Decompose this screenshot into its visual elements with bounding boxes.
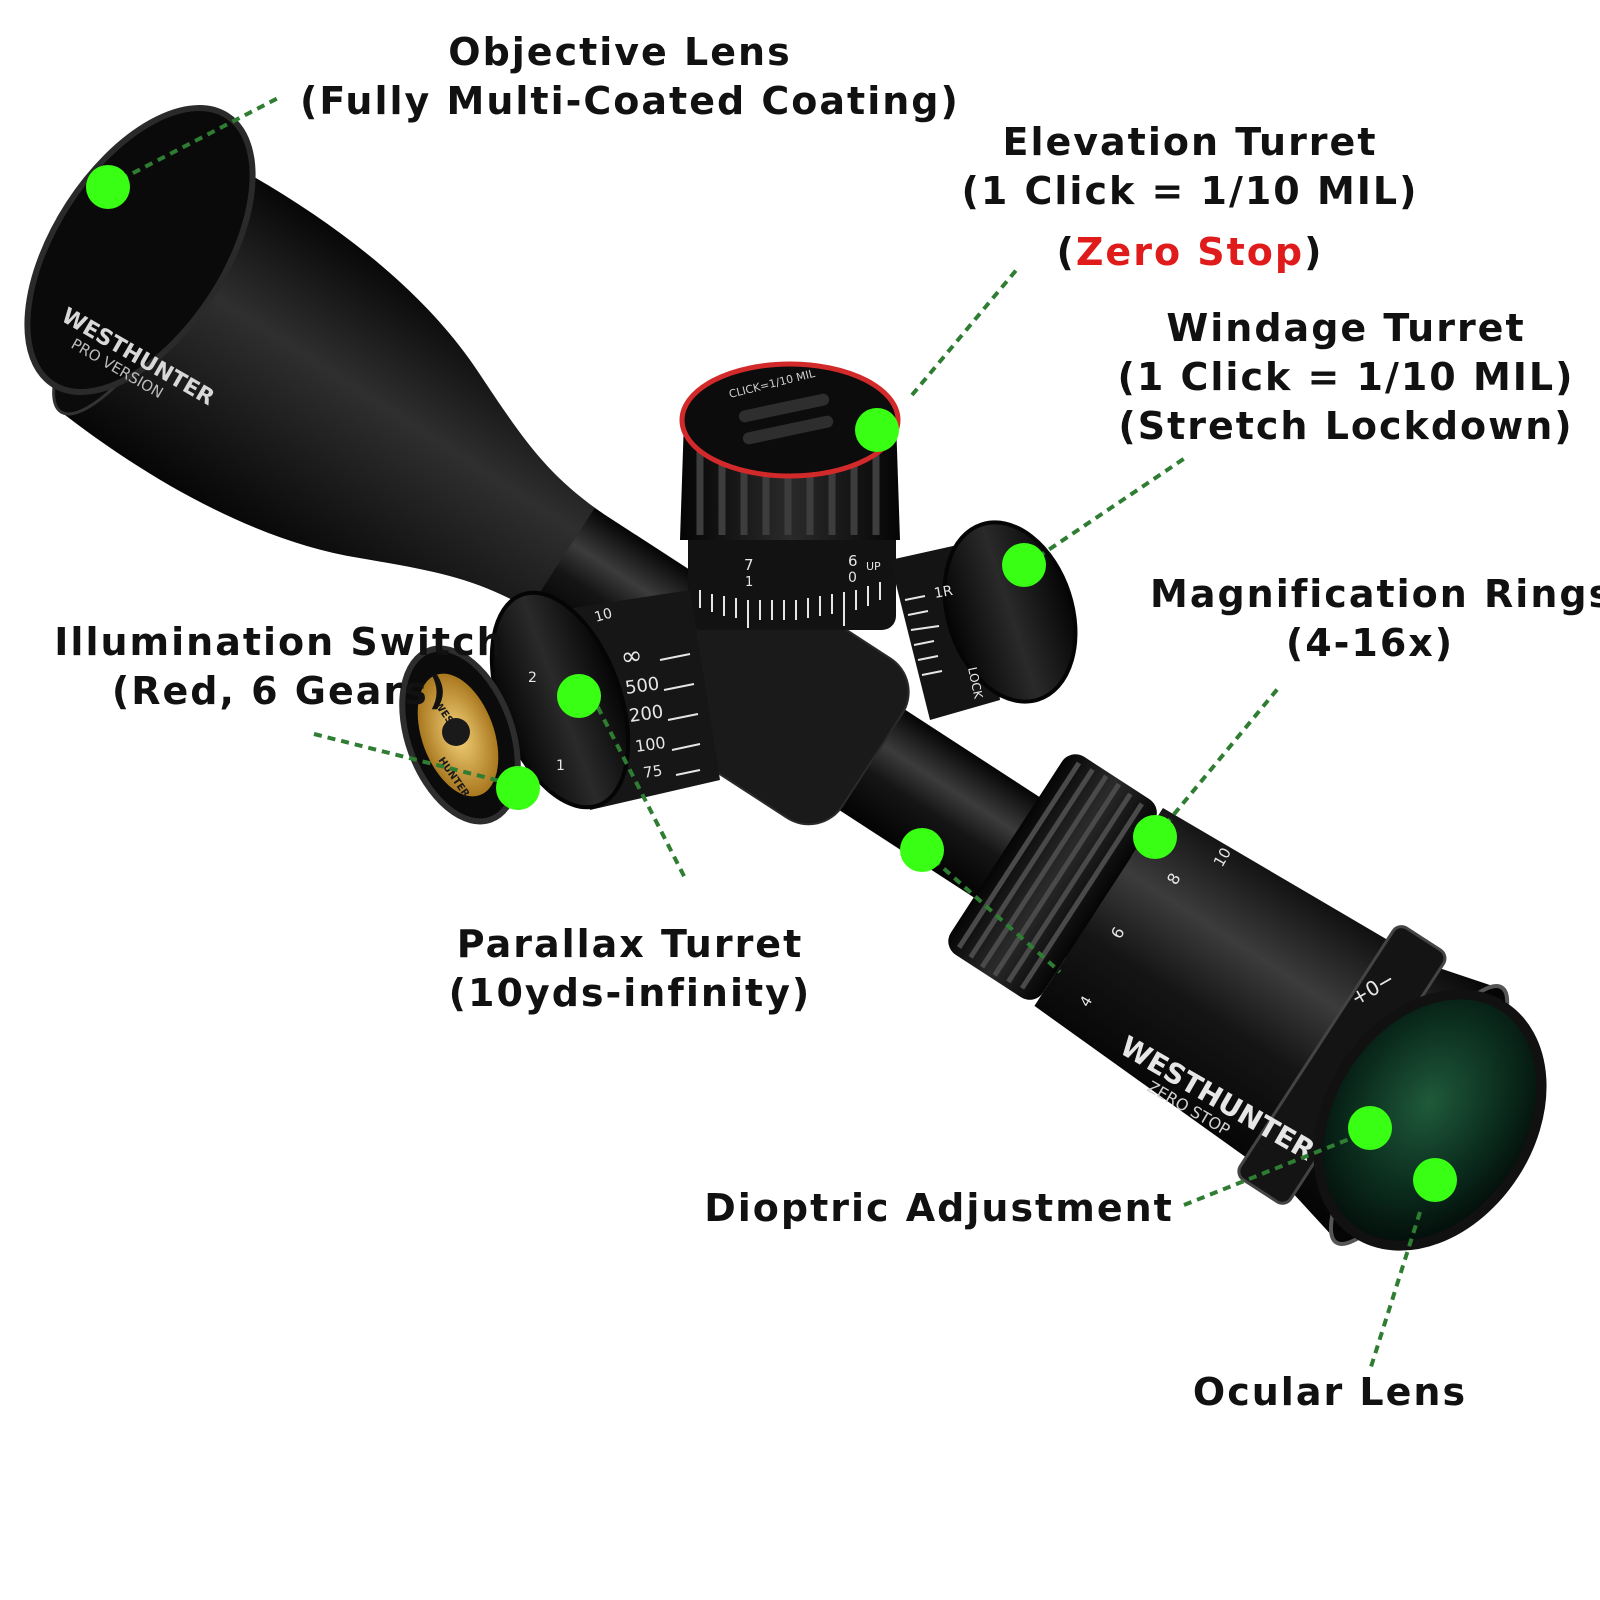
label-illumination-line2: (Red, 6 Gears) bbox=[111, 669, 449, 713]
windage-mark-1r: 1R bbox=[933, 583, 954, 602]
deer-head-icon bbox=[442, 718, 470, 746]
parallax-mark-75: 75 bbox=[642, 761, 663, 781]
label-windage-turret: Windage Turret (1 Click = 1/10 MIL) (Str… bbox=[1108, 304, 1584, 451]
label-ocular-line1: Ocular Lens bbox=[1192, 1370, 1468, 1414]
label-objective-line2: (Fully Multi-Coated Coating) bbox=[300, 79, 960, 123]
dot-elevation bbox=[855, 408, 899, 452]
parallax-scale-ticks bbox=[659, 653, 701, 776]
parallax-mark-inf: ∞ bbox=[619, 640, 645, 673]
label-magnification-line1: Magnification Rings bbox=[1150, 572, 1600, 616]
label-elevation-line3: (Zero Stop) bbox=[940, 228, 1440, 277]
label-windage-line1: Windage Turret bbox=[1166, 306, 1526, 350]
leader-parallax bbox=[583, 681, 688, 881]
illumination-mark-1: 1 bbox=[556, 758, 565, 774]
label-magnification-rings: Magnification Rings (4-16x) bbox=[1150, 570, 1600, 668]
zero-stop-open-paren: ( bbox=[1056, 230, 1076, 274]
dot-windage bbox=[1002, 543, 1046, 587]
dot-objective bbox=[86, 165, 130, 209]
dot-illumination-cap bbox=[496, 766, 540, 810]
label-windage-line3: (Stretch Lockdown) bbox=[1118, 404, 1574, 448]
zero-stop-close-paren: ) bbox=[1304, 230, 1324, 274]
marker-dots bbox=[86, 165, 1457, 1202]
leader-illumination bbox=[313, 732, 521, 788]
parallax-mark-200: 200 bbox=[628, 701, 665, 727]
ocular-lens-glass bbox=[1313, 989, 1547, 1251]
leader-magnification bbox=[1154, 684, 1282, 838]
leader-body bbox=[921, 848, 1062, 974]
label-ocular-lens: Ocular Lens bbox=[1170, 1368, 1490, 1417]
label-illumination-line1: Illumination Switch bbox=[54, 620, 506, 664]
label-objective-line1: Objective Lens bbox=[448, 30, 792, 74]
elevation-mark-0: 0 bbox=[848, 570, 857, 586]
illumination-mark-2: 2 bbox=[528, 670, 537, 686]
label-illumination-switch: Illumination Switch (Red, 6 Gears) bbox=[50, 618, 510, 716]
parallax-mark-500: 500 bbox=[624, 673, 661, 699]
label-windage-line2: (1 Click = 1/10 MIL) bbox=[1117, 355, 1575, 399]
elevation-mark-1: 1 bbox=[745, 575, 753, 590]
leader-objective bbox=[107, 94, 283, 188]
elevation-cap-slot-2 bbox=[742, 415, 834, 445]
parallax-mark-100: 100 bbox=[634, 733, 667, 756]
label-magnification-line2: (4-16x) bbox=[1285, 621, 1455, 665]
leader-elevation bbox=[910, 266, 1020, 397]
label-elevation-turret: Elevation Turret (1 Click = 1/10 MIL) (Z… bbox=[940, 118, 1440, 277]
elevation-scale-ticks bbox=[699, 582, 881, 628]
magnification-ring-knurl bbox=[957, 761, 1144, 990]
label-elevation-line1: Elevation Turret bbox=[1002, 120, 1378, 164]
windage-scale-ticks bbox=[904, 595, 943, 676]
elevation-mark-up: UP bbox=[866, 560, 881, 573]
parallax-turret: ∞ 500 200 100 75 10 2 1 WEST HUNTER bbox=[399, 590, 720, 825]
elevation-mark-6: 6 bbox=[848, 552, 858, 570]
windage-mark-lock: LOCK bbox=[965, 666, 986, 701]
parallax-mark-10: 10 bbox=[593, 606, 615, 626]
dot-ocular bbox=[1413, 1158, 1457, 1202]
label-objective-lens: Objective Lens (Fully Multi-Coated Coati… bbox=[300, 28, 960, 126]
leader-lines bbox=[107, 94, 1422, 1371]
dot-illumination bbox=[557, 674, 601, 718]
label-parallax-line2: (10yds-infinity) bbox=[448, 971, 812, 1015]
dot-main-tube bbox=[900, 828, 944, 872]
dot-magnification bbox=[1133, 815, 1177, 859]
elevation-cap-top bbox=[679, 361, 901, 479]
label-parallax-line1: Parallax Turret bbox=[456, 922, 804, 966]
elevation-cap-slot-1 bbox=[738, 393, 830, 423]
label-dioptric-line1: Dioptric Adjustment bbox=[704, 1186, 1174, 1230]
elevation-mark-7: 7 bbox=[744, 556, 754, 574]
leader-dioptric bbox=[1183, 1132, 1363, 1207]
objective-lens-glass bbox=[24, 105, 256, 395]
elevation-turret: 7 1 6 0 UP CLICK=1/10 MIL bbox=[679, 361, 901, 630]
leader-windage bbox=[1024, 454, 1190, 567]
label-dioptric-adjustment: Dioptric Adjustment bbox=[694, 1184, 1184, 1233]
label-elevation-line2: (1 Click = 1/10 MIL) bbox=[961, 169, 1419, 213]
dot-dioptric bbox=[1348, 1106, 1392, 1150]
zero-stop-text: Zero Stop bbox=[1075, 230, 1305, 274]
label-parallax-turret: Parallax Turret (10yds-infinity) bbox=[440, 920, 820, 1018]
